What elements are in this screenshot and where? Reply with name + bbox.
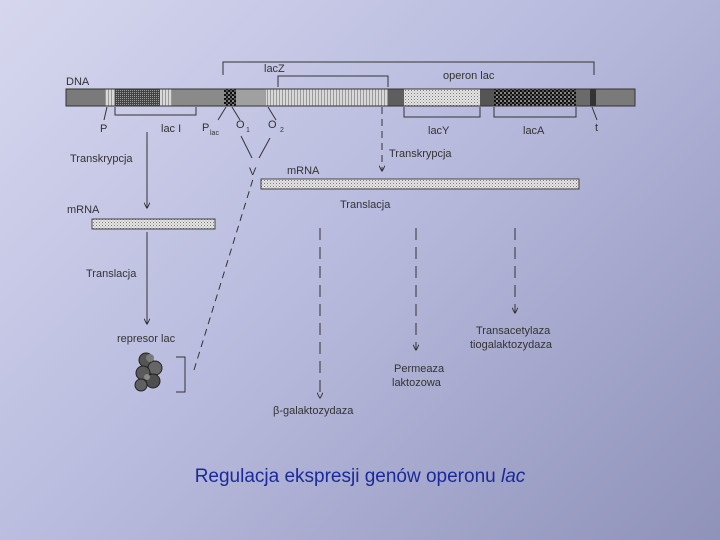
permeaza-label: Permeaza (394, 363, 445, 375)
galaktozydaza-label: β-galaktozydaza (273, 405, 354, 417)
mrna-right-bar (261, 179, 579, 189)
tiogalaktozydaza-label: tiogalaktozydaza (470, 339, 553, 351)
lacZ-label: lacZ (264, 63, 285, 75)
mrna-right-label: mRNA (287, 165, 320, 177)
lacZ-bracket (278, 76, 388, 87)
dna-label: DNA (66, 76, 90, 88)
P-label: P (100, 123, 107, 135)
lacI-label: lac I (161, 123, 181, 135)
O1-label: O (236, 119, 245, 131)
repressor-binding-dashed (194, 179, 253, 370)
V-mark: V (249, 166, 257, 178)
caption-italic: lac (501, 466, 525, 487)
lacY-bracket (404, 107, 480, 117)
lacA-label: lacA (523, 125, 545, 137)
operon-label: operon lac (443, 70, 495, 82)
mrna-left-label: mRNA (67, 204, 100, 216)
transkrypcja-left: Transkrypcja (70, 153, 133, 165)
laktozowa-label: laktozowa (392, 377, 442, 389)
Plac-label: P (202, 122, 209, 134)
translacja-left: Translacja (86, 268, 137, 280)
translacja-right: Translacja (340, 199, 391, 211)
O1-subscript: 1 (246, 127, 250, 134)
dna-bar (66, 89, 635, 106)
represor-label: represor lac (117, 333, 176, 345)
mrna-left-bar (92, 219, 215, 229)
transkrypcja-right: Transkrypcja (389, 148, 452, 160)
lacY-label: lacY (428, 125, 450, 137)
O2-label: O (268, 119, 277, 131)
lacI-bracket (115, 107, 196, 115)
slide-caption: Regulacja ekspresji genów operonu lac (0, 466, 720, 488)
repressor-protein (135, 353, 162, 391)
Plac-subscript: lac (210, 130, 219, 137)
caption-text: Regulacja ekspresji genów operonu (195, 466, 501, 487)
repressor-bracket (176, 357, 185, 392)
O2-subscript: 2 (280, 127, 284, 134)
transacetylaza-label: Transacetylaza (476, 325, 551, 337)
lacA-bracket (494, 107, 576, 117)
t-label: t (595, 122, 598, 134)
